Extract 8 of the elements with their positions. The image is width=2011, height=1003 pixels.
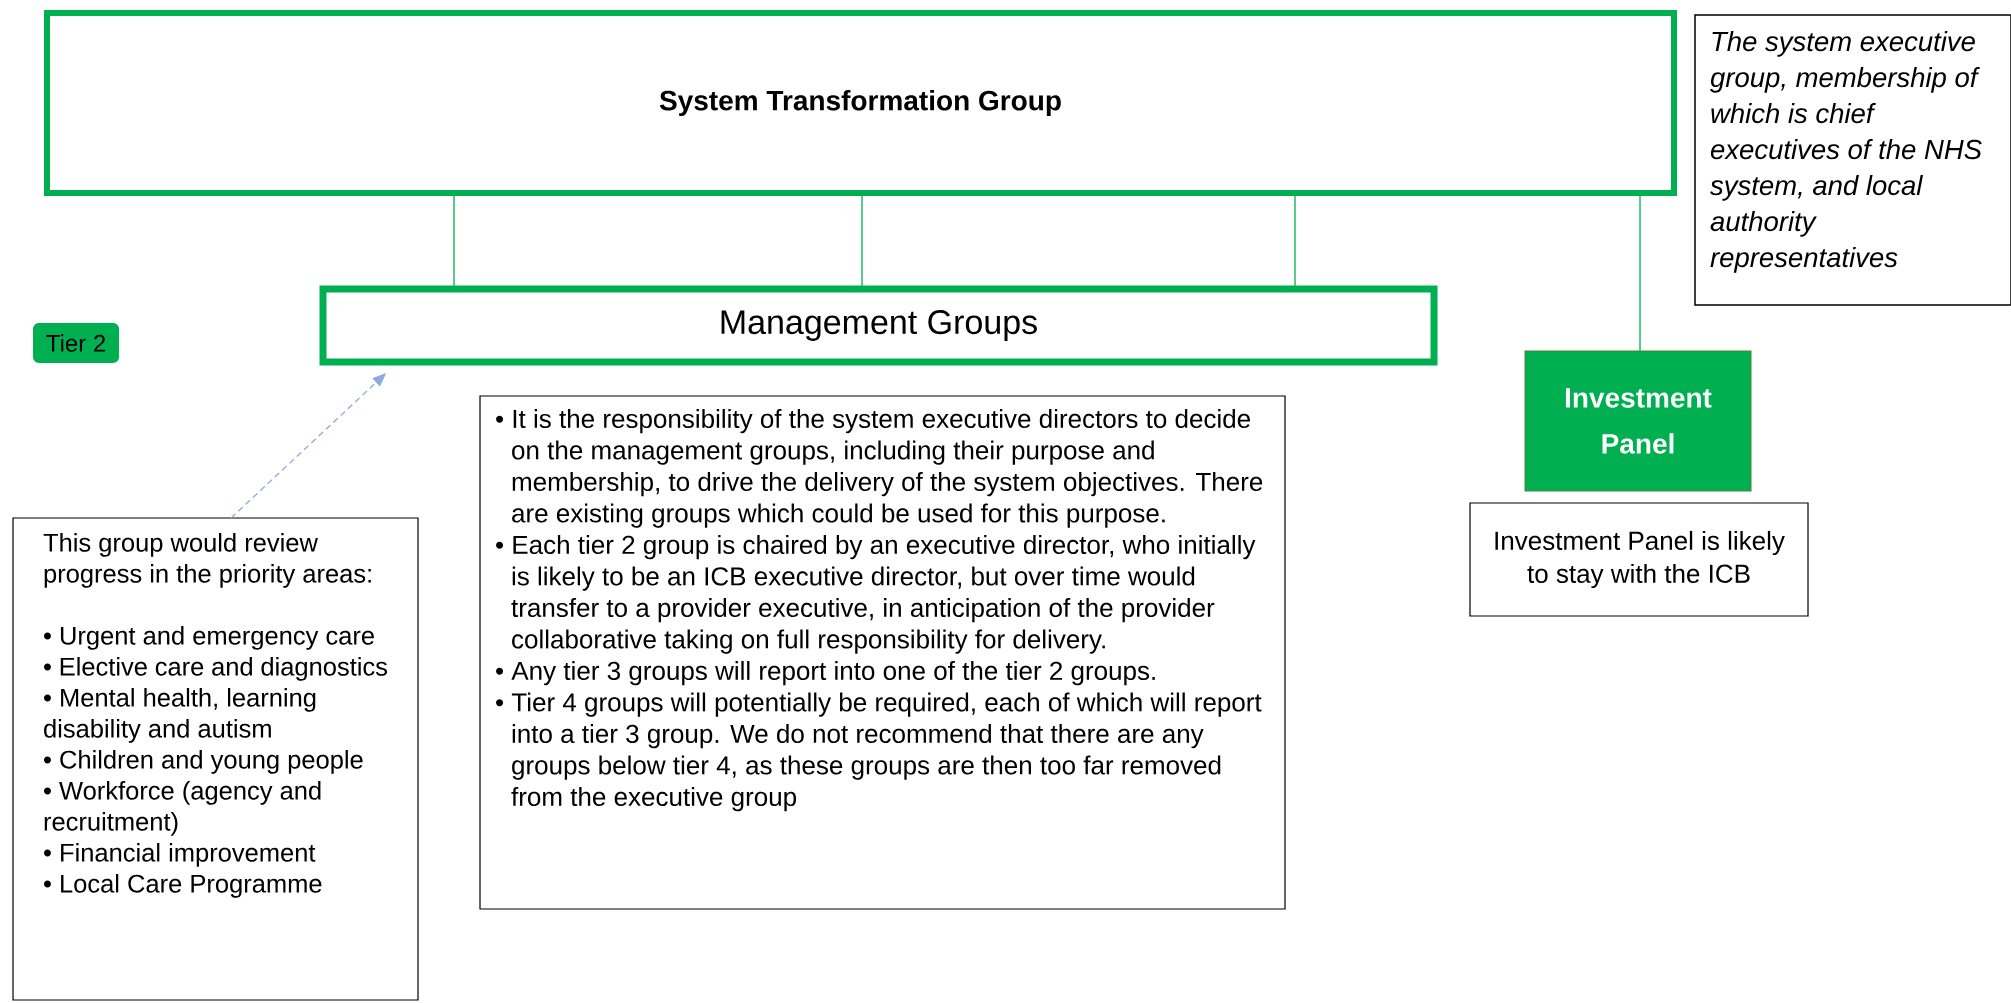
group-box: Management Groups xyxy=(319,285,1438,366)
text-box: This group would review progress in the priority areas: • Urgent and emergency care • Elective care and diagnostics • Mental health, learning disability and autism • Children and young people • Workforce (agency and recruitment) • Financial improvement • Local Care Programme xyxy=(12,517,419,1001)
note-box: Investment Panel is likely to stay with the ICB xyxy=(1469,502,1809,617)
tier-badge: Tier 2 xyxy=(33,323,119,363)
note-box: The system executive group, membership of which is chief executives of the NHS system, and local authority representatives xyxy=(1694,14,2011,306)
panel-box: Investment Panel xyxy=(1524,350,1752,492)
group-box: System Transformation Group xyxy=(44,10,1677,196)
text-box: • It is the responsibility of the system executive directors to decide on the management groups, including their purpose and membership, to drive the delivery of the system objectives. There are existing groups which could be used for this purpose. • Each tier 2 group is chaired by an executive director, who initially is likely to be an ICB executive director, but over time would transfer to a provider executive, in anticipation of the provider collaborative taking on full responsibility for delivery. • Any tier 3 groups will report into one of the tier 2 groups. • Tier 4 groups will potentially be required, each of which will report into a tier 3 group. We do not recommend that there are any groups below tier 4, as these groups are then too far removed from the executive group xyxy=(479,395,1286,910)
